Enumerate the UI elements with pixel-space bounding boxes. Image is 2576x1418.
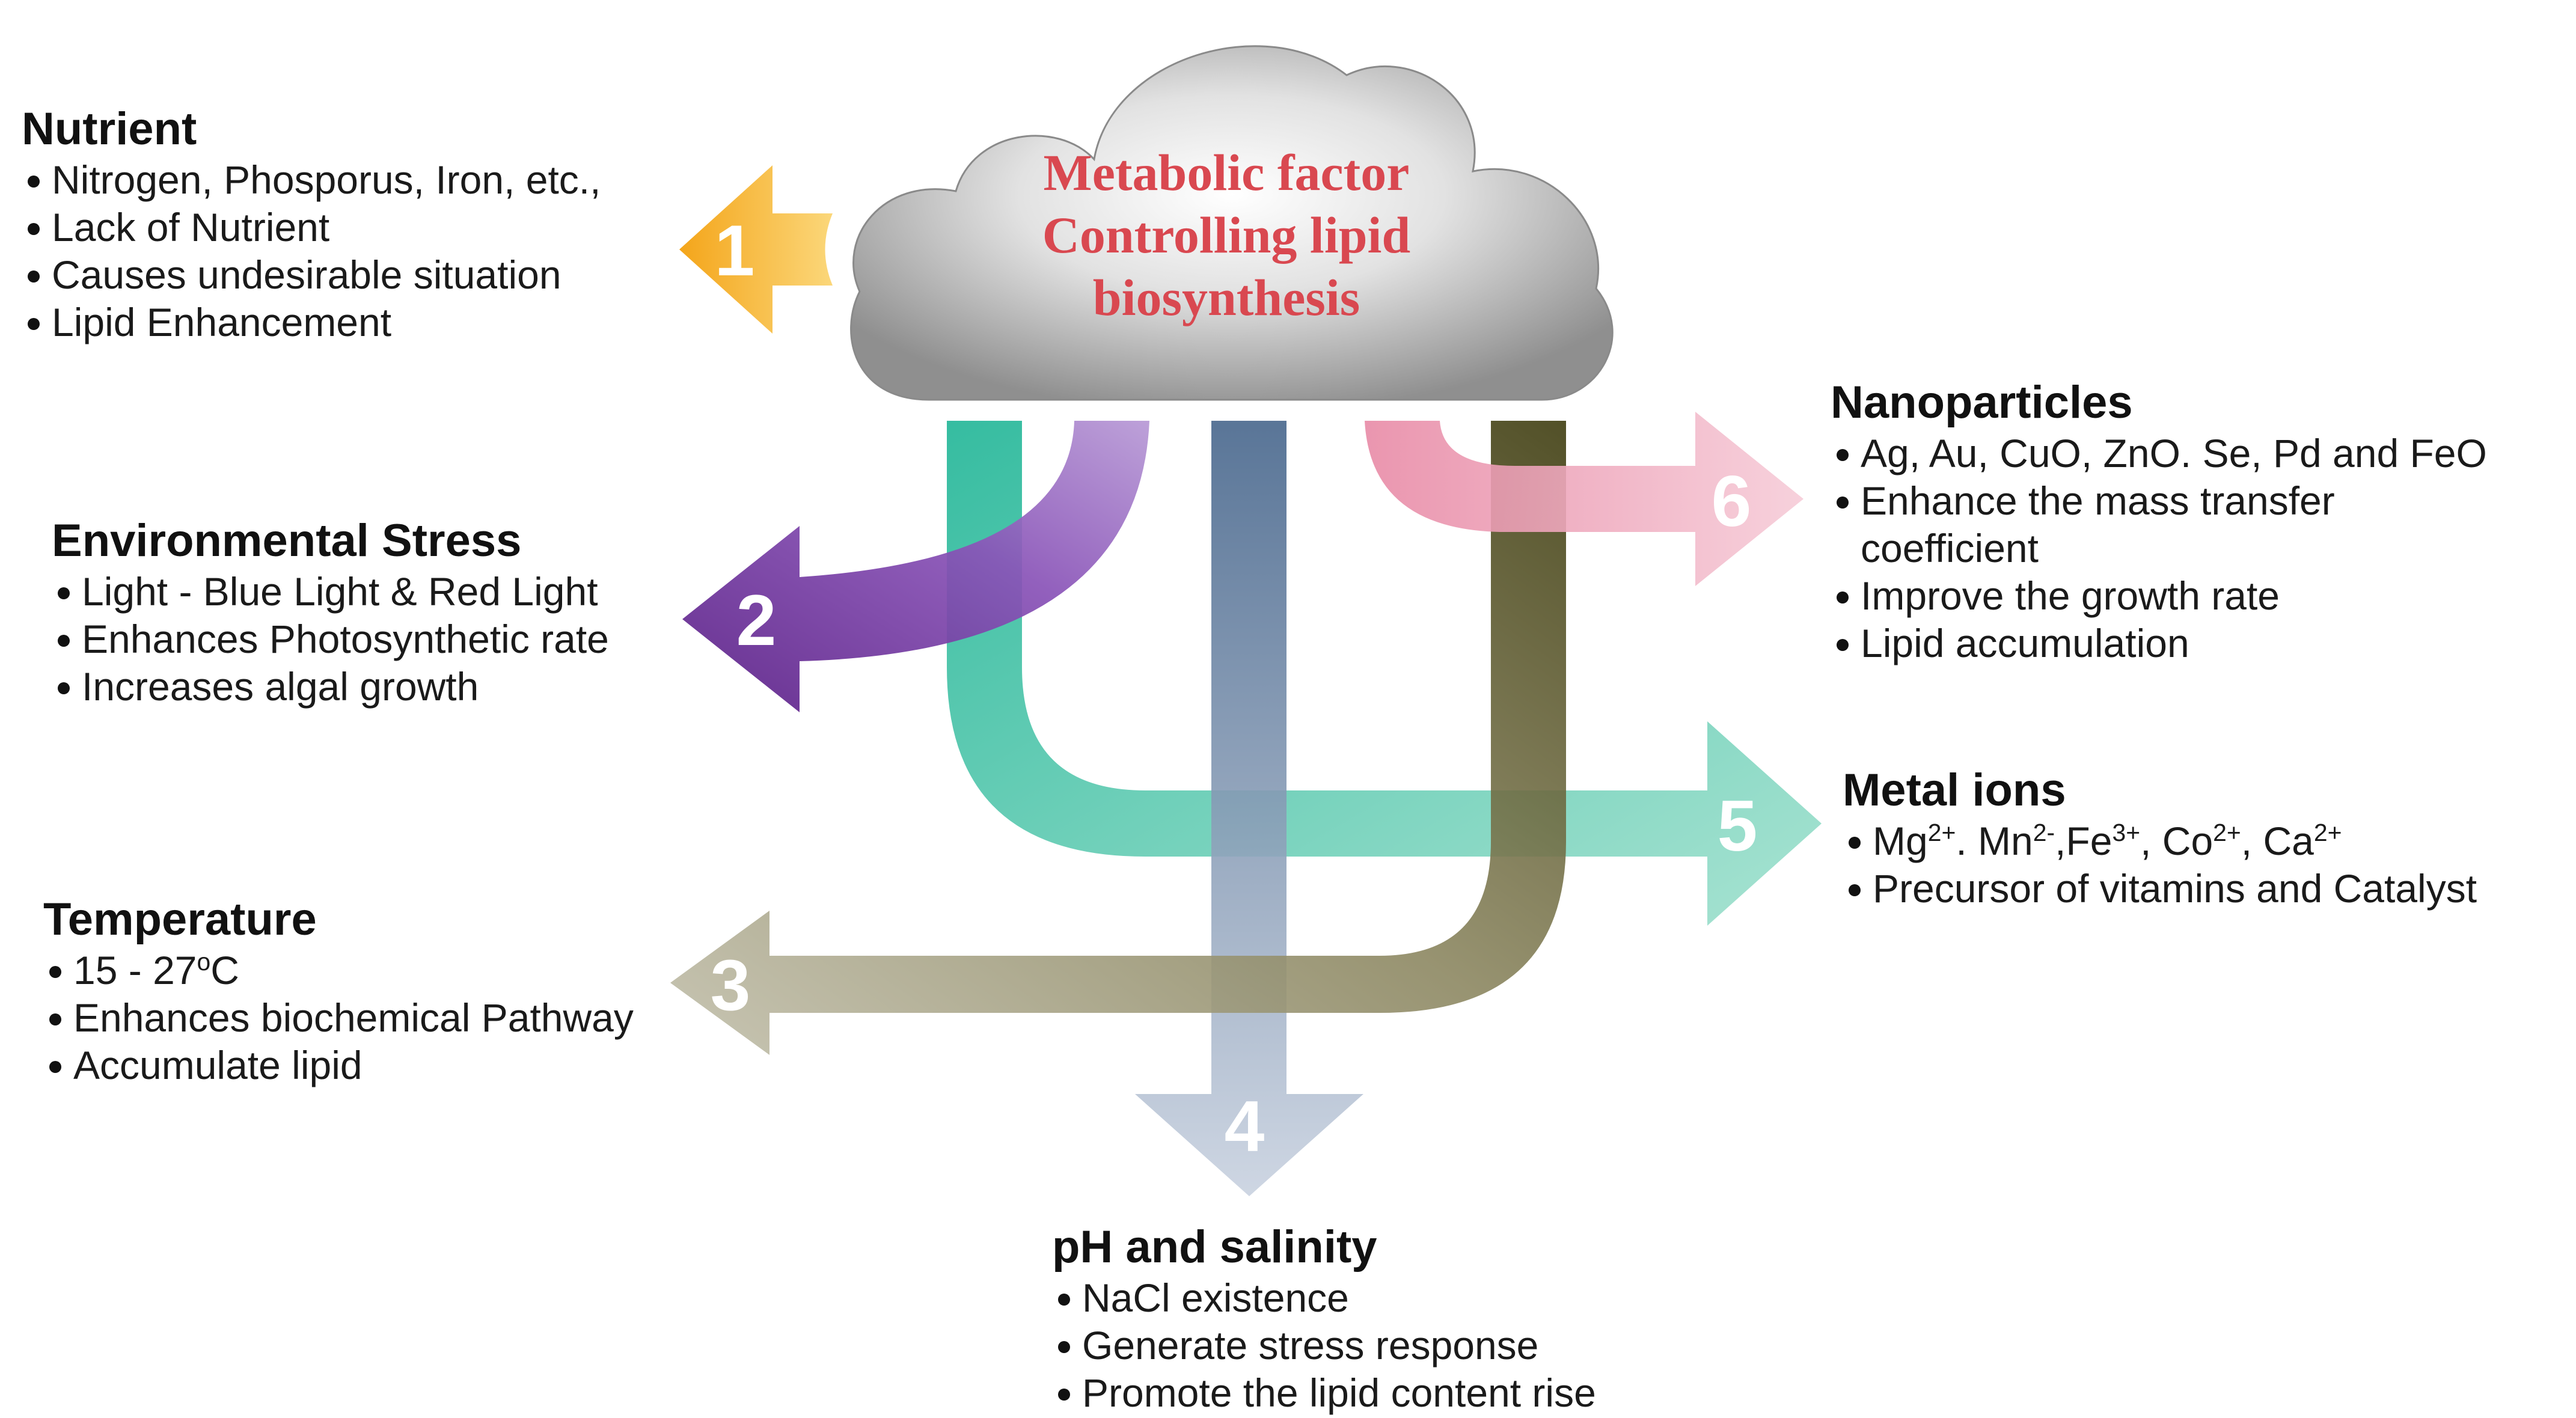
ion-fe: Fe3+, [2066,819,2162,863]
metal-ions-formula-item: Mg2+. Mn2-,Fe3+, Co2+, Ca2+ [1843,817,2477,865]
cloud-title-line-2: Controlling lipid [1042,206,1411,264]
environmental-stress-block: Environmental Stress Light - Blue Light … [52,514,609,711]
nanoparticles-item-continued: coefficient [1861,526,2039,570]
ion-ca: Ca2+ [2263,819,2342,863]
arrow-number-5: 5 [1718,786,1758,866]
cloud-title: Metabolic factor Controlling lipid biosy… [935,141,1518,329]
nanoparticles-item: Lipid accumulation [1831,620,2487,667]
nanoparticles-item: Improve the growth rate [1831,572,2487,620]
temperature-item: Accumulate lipid [43,1042,634,1089]
arrow-number-2: 2 [736,580,777,661]
environmental-stress-item: Enhances Photosynthetic rate [52,616,609,663]
arrow-number-3: 3 [711,945,751,1025]
arrow-temperature [670,421,1566,1055]
metal-ions-heading: Metal ions [1843,765,2066,816]
nutrient-block: Nutrient Nitrogen, Phosporus, Iron, etc.… [22,102,601,346]
ph-salinity-block: pH and salinity NaCl existence Generate … [1052,1220,1596,1417]
arrow-nanoparticles [1365,412,1804,586]
arrow-nutrient [679,165,833,334]
cloud-title-line-3: biosynthesis [1092,269,1360,326]
cloud-title-line-1: Metabolic factor [1043,144,1410,201]
arrow-number-6: 6 [1712,461,1752,542]
nutrient-item: Nitrogen, Phosporus, Iron, etc., [22,156,601,204]
ph-salinity-list: NaCl existence Generate stress response … [1052,1274,1596,1417]
ph-salinity-item: NaCl existence [1052,1274,1596,1322]
nutrient-list: Nitrogen, Phosporus, Iron, etc., Lack of… [22,156,601,346]
environmental-stress-item: Increases algal growth [52,663,609,711]
nutrient-heading: Nutrient [22,103,197,154]
arrow-metal-ions [947,421,1822,926]
nutrient-item: Lipid Enhancement [22,299,601,346]
arrow-number-4: 4 [1225,1086,1265,1167]
arrow-environmental-stress [682,421,1149,712]
temperature-range: 15 - 27 [73,948,197,992]
temperature-heading: Temperature [43,894,317,945]
nanoparticles-list: Ag, Au, CuO, ZnO. Se, Pd and FeO Enhance… [1831,430,2487,667]
ph-salinity-item: Promote the lipid content rise [1052,1369,1596,1417]
temperature-unit: C [210,948,239,992]
metal-ions-block: Metal ions Mg2+. Mn2-,Fe3+, Co2+, Ca2+ P… [1843,763,2477,912]
degree-sign: o [197,948,211,976]
ion-co: Co2+, [2162,819,2263,863]
arrow-number-1: 1 [715,210,755,291]
nutrient-item: Causes undesirable situation [22,251,601,299]
environmental-stress-list: Light - Blue Light & Red Light Enhances … [52,568,609,711]
ph-salinity-heading: pH and salinity [1052,1221,1377,1273]
nanoparticles-item: Ag, Au, CuO, ZnO. Se, Pd and FeO [1831,430,2487,477]
temperature-block: Temperature 15 - 27oC Enhances biochemic… [43,893,634,1089]
arrow-ph-salinity [1135,421,1363,1196]
ph-salinity-item: Generate stress response [1052,1322,1596,1369]
nanoparticles-item: Enhance the mass transfer [1831,477,2487,525]
temperature-range-item: 15 - 27oC [43,947,634,994]
nutrient-item: Lack of Nutrient [22,204,601,251]
temperature-list: 15 - 27oC Enhances biochemical Pathway A… [43,947,634,1089]
ion-mn: Mn2-, [1978,819,2066,863]
metal-ions-list: Mg2+. Mn2-,Fe3+, Co2+, Ca2+ Precursor of… [1843,817,2477,912]
nanoparticles-heading: Nanoparticles [1831,377,2133,428]
metal-ions-item: Precursor of vitamins and Catalyst [1843,865,2477,912]
ion-mg: Mg2+. [1873,819,1978,863]
cloud-shape [850,45,1614,401]
environmental-stress-heading: Environmental Stress [52,515,522,566]
temperature-item: Enhances biochemical Pathway [43,994,634,1042]
environmental-stress-item: Light - Blue Light & Red Light [52,568,609,616]
nanoparticles-block: Nanoparticles Ag, Au, CuO, ZnO. Se, Pd a… [1831,376,2487,667]
